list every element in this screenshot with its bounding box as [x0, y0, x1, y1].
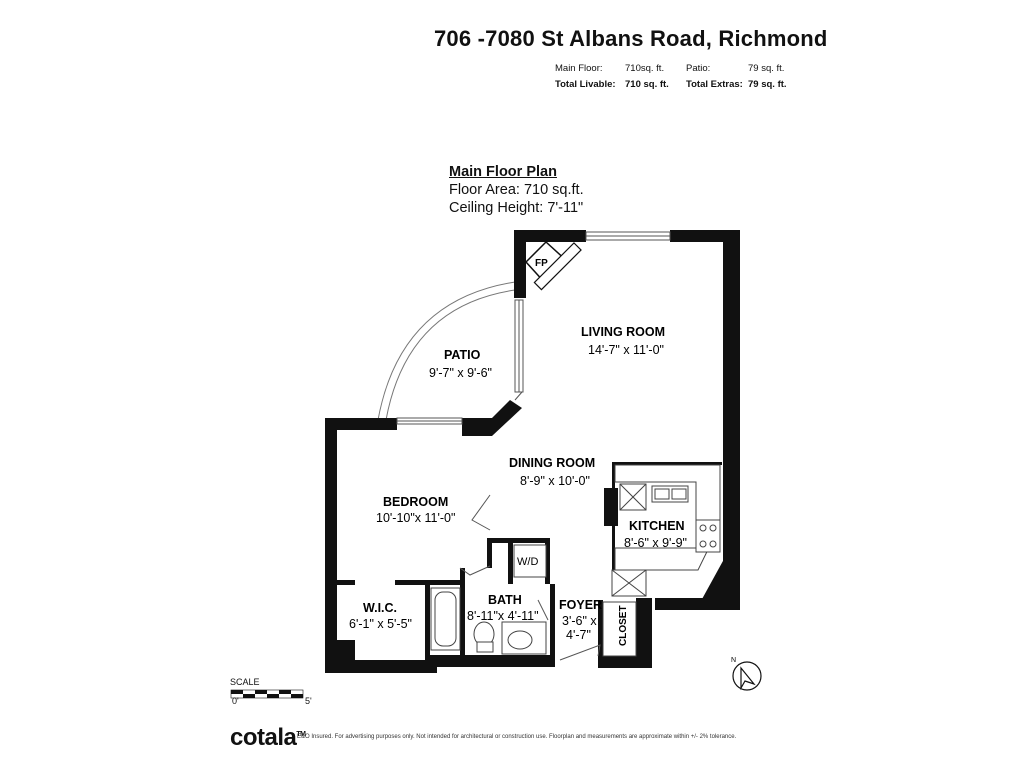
main-floor-value: 710sq. ft.: [625, 63, 665, 74]
total-extras-label: Total Extras:: [686, 79, 743, 90]
kitchen-dim: 8'-6" x 9'-9": [624, 536, 687, 550]
foyer-dim-2: 4'-7": [566, 628, 591, 642]
dining-room-label: DINING ROOM: [509, 456, 595, 470]
patio-label: PATIO: [444, 348, 481, 362]
patio-railing-inner: [385, 289, 516, 421]
interior-walls: [337, 462, 722, 660]
kitchen-label: KITCHEN: [629, 519, 685, 533]
total-livable-value: 710 sq. ft.: [625, 79, 669, 90]
fp-label: FP: [535, 258, 548, 269]
windows: [396, 231, 671, 425]
scale-label: SCALE: [230, 677, 260, 687]
floor-area: Floor Area: 710 sq.ft.: [449, 182, 584, 198]
property-address: 706 -7080 St Albans Road, Richmond: [434, 26, 828, 51]
brand-logo: cotalaTM: [230, 724, 306, 752]
ceiling-height: Ceiling Height: 7'-11": [449, 200, 584, 216]
plan-title: Main Floor Plan: [449, 164, 557, 180]
bedroom-label: BEDROOM: [383, 495, 448, 509]
brand-logo-text: cotala: [230, 724, 297, 751]
stats-row-1: Main Floor: 710sq. ft. Patio: 79 sq. ft.: [555, 61, 788, 77]
patio-dim: 9'-7" x 9'-6": [429, 366, 492, 380]
bath-fixtures: [430, 544, 547, 655]
wic-dim: 6'-1" x 5'-5": [349, 617, 412, 631]
compass-north: N: [731, 657, 736, 664]
bath-dim: 8'-11"x 4'-11": [467, 609, 539, 623]
bedroom-dim: 10'-10"x 11'-0": [376, 511, 455, 525]
door-swings: [459, 391, 601, 661]
plan-heading: Main Floor Plan Floor Area: 710 sq.ft. C…: [449, 163, 584, 217]
living-room-label: LIVING ROOM: [581, 325, 665, 339]
bath-label: BATH: [488, 593, 522, 607]
area-summary: Main Floor: 710sq. ft. Patio: 79 sq. ft.…: [555, 61, 788, 93]
wic-label: W.I.C.: [363, 601, 397, 615]
fireplace: [524, 240, 582, 291]
disclaimer: E&O Insured. For advertising purposes on…: [297, 734, 737, 740]
scale-end: 5': [305, 696, 312, 706]
scale-legend: SCALE 0' 5': [230, 677, 312, 706]
dining-room-dim: 8'-9" x 10'-0": [520, 474, 590, 488]
compass: N: [731, 657, 762, 691]
scale-start: 0': [232, 696, 239, 706]
patio-label: Patio:: [686, 63, 711, 74]
foyer-dim-1: 3'-6" x: [562, 614, 597, 628]
closet-box: [602, 601, 637, 657]
kitchen-counters: [611, 464, 721, 597]
wd-label: W/D: [517, 556, 538, 568]
foyer-label: FOYER: [559, 598, 602, 612]
total-extras-value: 79 sq. ft.: [748, 79, 787, 90]
closet-label: CLOSET: [618, 605, 629, 646]
compass-arrow-icon: [740, 666, 756, 691]
stats-row-2: Total Livable: 710 sq. ft. Total Extras:…: [555, 77, 788, 93]
patio-value: 79 sq. ft.: [748, 63, 785, 74]
main-floor-label: Main Floor:: [555, 63, 603, 74]
scale-bar: [230, 689, 304, 699]
exterior-walls: [325, 230, 740, 673]
patio-railing-outer: [377, 281, 516, 421]
total-livable-label: Total Livable:: [555, 79, 616, 90]
living-room-dim: 14'-7" x 11'-0": [588, 343, 664, 357]
brand-logo-mark: TM: [296, 731, 306, 738]
